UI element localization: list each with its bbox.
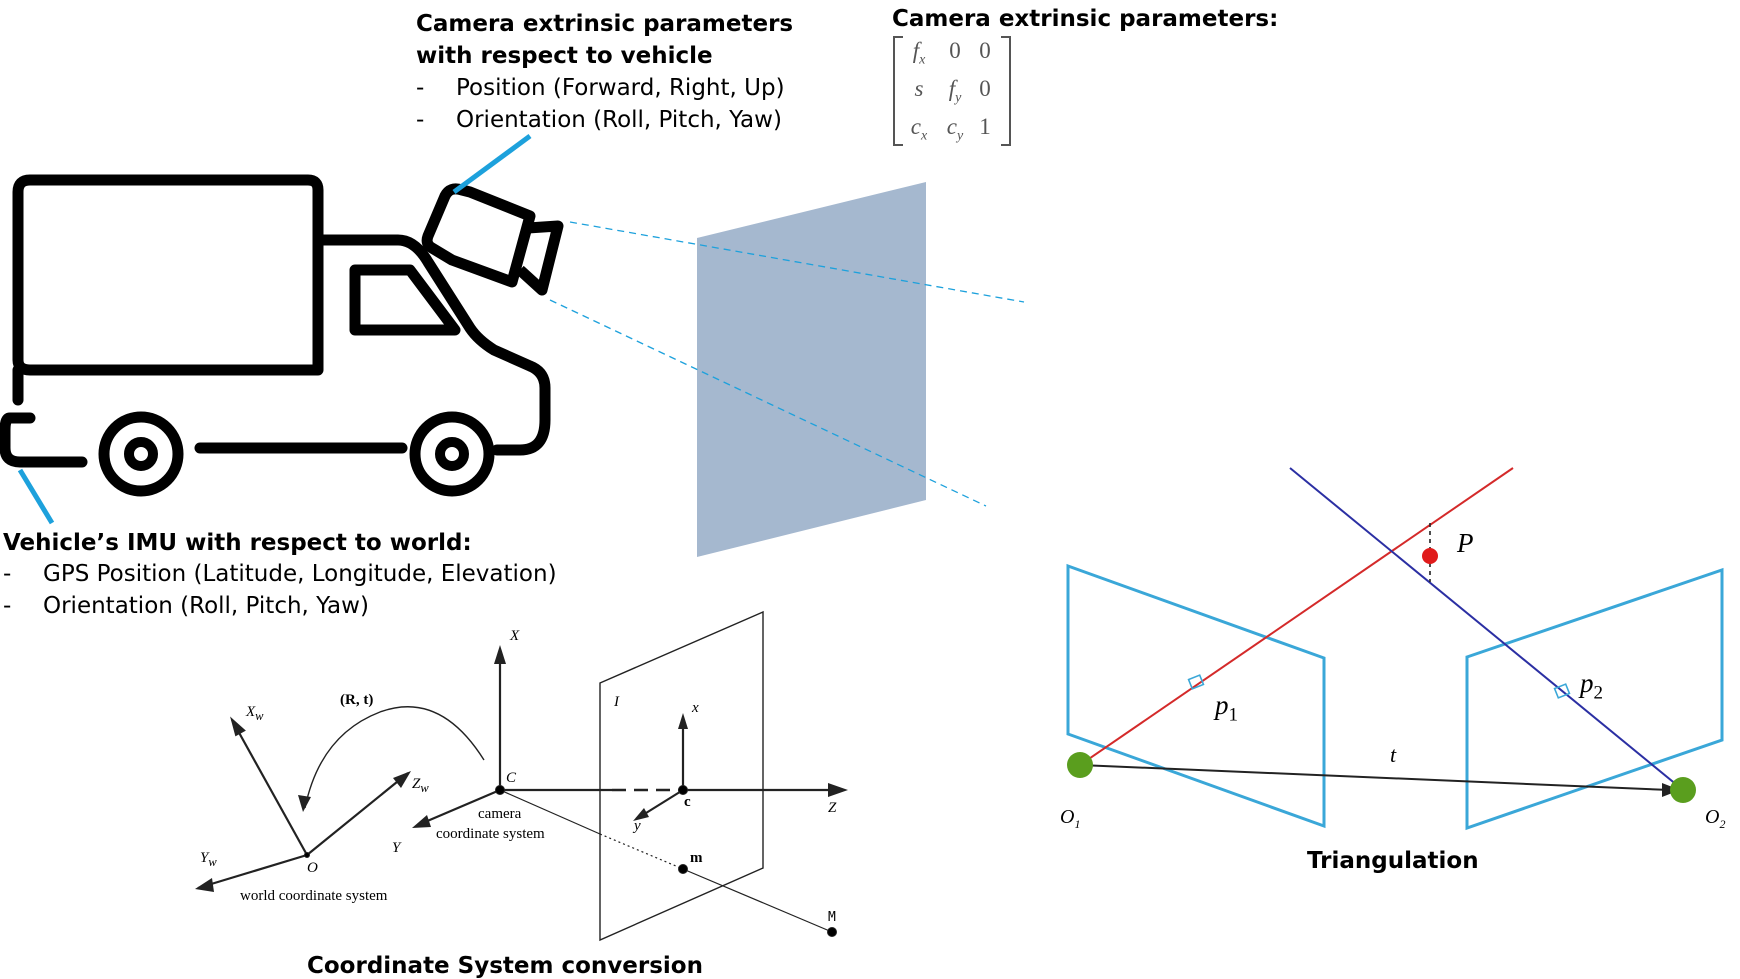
matrix-cell-12: 0 (979, 76, 991, 101)
label-camera-X: X (510, 628, 520, 644)
truck-icon (0, 174, 551, 468)
label-world-coordinate-system: world coordinate system (240, 888, 388, 904)
label-p1: p1 (1215, 690, 1238, 726)
camera-extrinsic-title-line2: with respect to vehicle (416, 43, 713, 69)
projection-ray-top (569, 221, 1025, 303)
triangulation-diagram (1066, 467, 1724, 831)
matrix-right-bracket (1001, 36, 1011, 146)
rear-wheel (98, 411, 184, 497)
coordinate-system-diagram (195, 610, 848, 942)
label-camera-Y: Y (392, 840, 401, 856)
matrix-cell-00: fx (912, 38, 926, 68)
rear-hub (124, 437, 158, 471)
label-Xw: Xw (246, 704, 264, 723)
camera-bullet-orientation: -Orientation (Roll, Pitch, Yaw) (416, 107, 782, 133)
front-hub (435, 437, 469, 471)
matrix-left-bracket (893, 36, 903, 146)
imu-pointer-line (17, 468, 55, 525)
label-image-x: x (692, 700, 699, 716)
label-image-y: y (634, 818, 641, 834)
matrix-title: Camera extrinsic parameters: (892, 6, 1279, 32)
camera-pointer-line (452, 133, 532, 195)
label-P: P (1457, 528, 1474, 558)
imu-title: Vehicle’s IMU with respect to world: (3, 530, 472, 556)
label-p2: p2 (1580, 668, 1603, 704)
label-C: C (506, 770, 517, 786)
camera-icon (421, 183, 564, 296)
matrix-cell-22: 1 (979, 114, 991, 139)
point-P (1422, 548, 1438, 564)
label-O2: O2 (1705, 806, 1726, 831)
intrinsic-matrix: fx 0 0 s fy 0 cx cy 1 (893, 36, 1011, 146)
label-Zw: Zw (412, 776, 429, 795)
matrix-cell-10: s (914, 76, 924, 101)
image-plane (697, 182, 926, 557)
camera-extrinsic-title-line1: Camera extrinsic parameters (416, 11, 794, 37)
triangulation-caption: Triangulation (1307, 848, 1479, 874)
label-t: t (1390, 742, 1397, 767)
label-O1: O1 (1060, 806, 1081, 831)
label-principal-point-c: c (684, 794, 691, 810)
matrix-cell-11: fy (948, 76, 962, 106)
label-camera-coordinate-system: coordinate system (436, 826, 545, 842)
projection-ray-bottom (549, 299, 987, 507)
matrix-cell-01: 0 (949, 38, 961, 63)
origin-O2 (1670, 777, 1696, 803)
ray-right (1289, 467, 1684, 791)
label-world-point-M: M (828, 910, 836, 925)
label-camera: camera (478, 806, 522, 822)
matrix-cell-20: cx (910, 114, 928, 144)
matrix-cell-21: cy (946, 114, 964, 144)
camera-frame-right (1465, 567, 1724, 831)
label-O: O (307, 860, 318, 876)
front-wheel (409, 411, 495, 497)
coordinate-caption: Coordinate System conversion (307, 953, 703, 979)
label-image-plane-I: I (614, 694, 619, 710)
ray-left (1079, 467, 1514, 766)
baseline-t (1079, 764, 1671, 791)
label-camera-Z: Z (828, 800, 837, 816)
matrix-cell-02: 0 (979, 38, 991, 63)
label-Rt: (R, t) (340, 692, 374, 708)
label-image-point-m: m (690, 850, 703, 866)
camera-frame-left (1066, 563, 1326, 829)
camera-bullet-position: -Position (Forward, Right, Up) (416, 75, 785, 101)
label-Yw: Yw (200, 850, 217, 869)
origin-O1 (1067, 752, 1093, 778)
truck-wheels (98, 411, 495, 497)
imu-bullet-orientation: -Orientation (Roll, Pitch, Yaw) (3, 593, 369, 619)
imu-bullet-gps: -GPS Position (Latitude, Longitude, Elev… (3, 561, 557, 587)
